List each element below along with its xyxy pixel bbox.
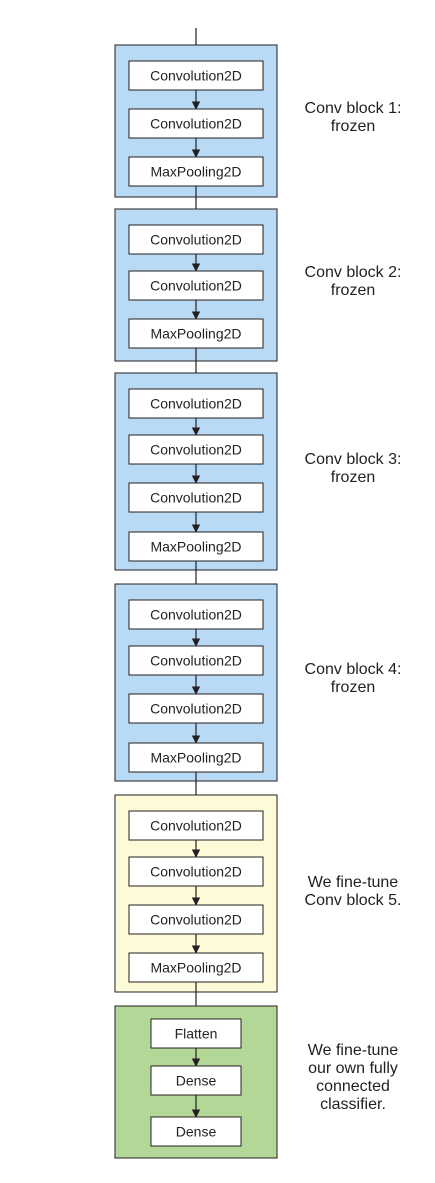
layer-label: MaxPooling2D xyxy=(150,326,241,342)
layer-label: MaxPooling2D xyxy=(150,960,241,976)
layer-label: Convolution2D xyxy=(150,442,242,458)
layer-box xyxy=(128,856,264,887)
layer-label: Convolution2D xyxy=(150,68,242,84)
layer-label: Dense xyxy=(176,1073,217,1089)
block-label-line: frozen xyxy=(330,282,376,299)
layer-box xyxy=(128,693,264,724)
block-label-line: connected xyxy=(316,1078,390,1095)
layer-label: Convolution2D xyxy=(150,818,242,834)
layer-label: Convolution2D xyxy=(150,701,242,717)
layer-label: Convolution2D xyxy=(150,653,242,669)
layer-box xyxy=(128,108,264,139)
layer-box xyxy=(128,318,264,349)
layer-box xyxy=(128,224,264,255)
block-label-line: We fine-tune xyxy=(307,874,399,891)
layer-label: Convolution2D xyxy=(150,912,242,928)
layer-label: Convolution2D xyxy=(150,607,242,623)
layer-box xyxy=(150,1018,242,1049)
layer-label: Dense xyxy=(176,1124,217,1140)
layer-box xyxy=(128,60,264,91)
layer-label: Convolution2D xyxy=(150,116,242,132)
layer-label: Convolution2D xyxy=(150,232,242,248)
block-label-line: frozen xyxy=(330,679,376,696)
layer-label: MaxPooling2D xyxy=(150,750,241,766)
block-2-label: Conv block 2:frozen xyxy=(278,264,428,300)
layer-box xyxy=(128,388,264,419)
layer-box xyxy=(128,645,264,676)
layer-label: Convolution2D xyxy=(150,864,242,880)
layer-label: Flatten xyxy=(175,1026,218,1042)
block-label-line: frozen xyxy=(330,118,376,135)
block-label-line: Conv block 1: xyxy=(304,100,402,117)
layer-box xyxy=(128,270,264,301)
layer-label: Convolution2D xyxy=(150,278,242,294)
layer-box xyxy=(128,482,264,513)
block-label-line: Conv block 5. xyxy=(304,892,402,909)
layer-label: MaxPooling2D xyxy=(150,164,241,180)
block-label-line: our own fully xyxy=(308,1060,398,1077)
layer-box xyxy=(128,599,264,630)
layer-box xyxy=(128,434,264,465)
layer-label: Convolution2D xyxy=(150,396,242,412)
block-4-label: Conv block 4:frozen xyxy=(278,661,428,697)
block-label-line: Conv block 3: xyxy=(304,451,402,468)
block-label-line: classifier. xyxy=(320,1096,386,1113)
layer-box xyxy=(150,1116,242,1147)
layer-box xyxy=(128,952,264,983)
layer-box xyxy=(128,531,264,562)
layer-box xyxy=(128,810,264,841)
layer-label: Convolution2D xyxy=(150,490,242,506)
layer-box xyxy=(128,904,264,935)
block-label-line: Conv block 2: xyxy=(304,264,402,281)
layer-label: MaxPooling2D xyxy=(150,539,241,555)
block-3-label: Conv block 3:frozen xyxy=(278,451,428,487)
block-label-line: We fine-tune xyxy=(307,1042,399,1059)
block-label-line: frozen xyxy=(330,469,376,486)
block-label-line: Conv block 4: xyxy=(304,661,402,678)
block-1-label: Conv block 1:frozen xyxy=(278,100,428,136)
